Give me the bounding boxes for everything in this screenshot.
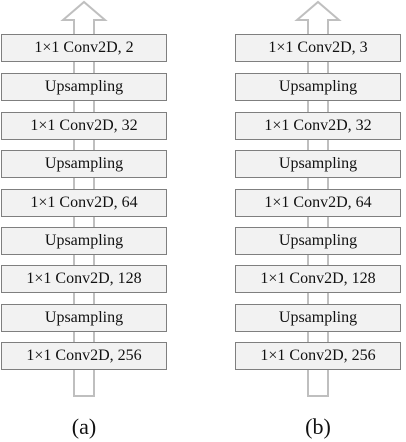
layer-upsampling-b-2: Upsampling (235, 150, 401, 178)
layer-conv2d-a-4: 1×1 Conv2D, 128 (1, 265, 167, 293)
layer-conv2d-a-2: 1×1 Conv2D, 32 (1, 112, 167, 140)
layer-upsampling-a-3: Upsampling (1, 227, 167, 255)
layer-upsampling-a-4: Upsampling (1, 304, 167, 332)
layer-conv2d-b-2: 1×1 Conv2D, 32 (235, 112, 401, 140)
layer-upsampling-a-1: Upsampling (1, 73, 167, 101)
network-diagram-a: 1×1 Conv2D, 2 Upsampling 1×1 Conv2D, 32 … (1, 0, 167, 400)
layer-conv2d-b-3: 1×1 Conv2D, 64 (235, 189, 401, 217)
layer-conv2d-a-1: 1×1 Conv2D, 2 (1, 34, 167, 62)
layer-upsampling-b-3: Upsampling (235, 227, 401, 255)
layer-conv2d-b-5: 1×1 Conv2D, 256 (235, 342, 401, 370)
layer-upsampling-a-2: Upsampling (1, 150, 167, 178)
caption-b: (b) (305, 414, 331, 439)
layer-conv2d-a-3: 1×1 Conv2D, 64 (1, 189, 167, 217)
layer-upsampling-b-4: Upsampling (235, 304, 401, 332)
layer-conv2d-a-5: 1×1 Conv2D, 256 (1, 342, 167, 370)
layer-upsampling-b-1: Upsampling (235, 73, 401, 101)
layer-conv2d-b-4: 1×1 Conv2D, 128 (235, 265, 401, 293)
caption-a: (a) (71, 414, 97, 439)
layer-conv2d-b-1: 1×1 Conv2D, 3 (235, 34, 401, 62)
network-diagram-b: 1×1 Conv2D, 3 Upsampling 1×1 Conv2D, 32 … (235, 0, 401, 400)
